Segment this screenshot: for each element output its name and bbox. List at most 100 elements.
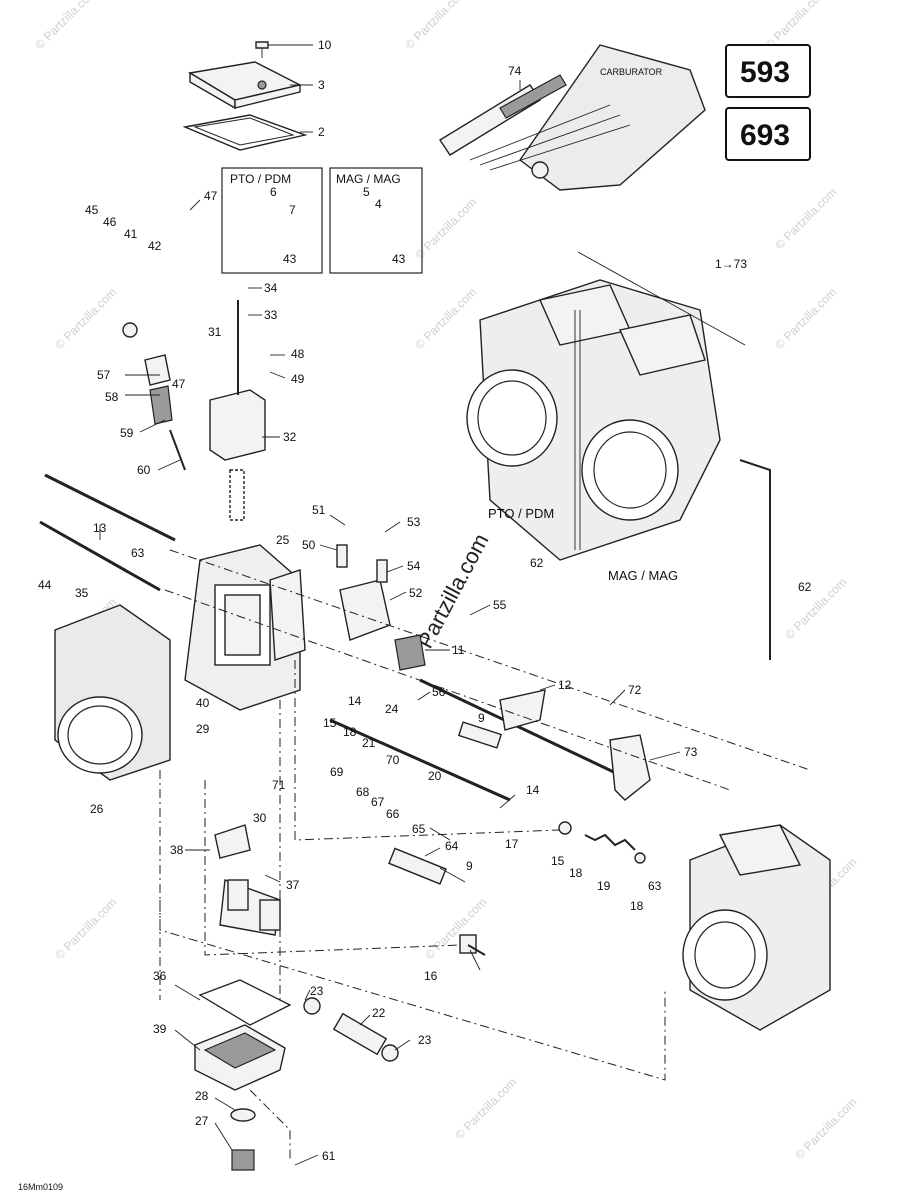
air-screw-part (122, 322, 186, 471)
carburetor-assembly-upper (466, 279, 771, 660)
callout-36: 36 (153, 969, 167, 983)
callout-34: 34 (264, 281, 278, 295)
callout-31: 31 (208, 325, 222, 339)
lever-part (609, 734, 651, 801)
callout-47: 47 (172, 377, 186, 391)
callout-26: 26 (90, 802, 104, 816)
watermark: © Partzilla.com (772, 285, 839, 352)
callout-18: 18 (569, 866, 583, 880)
mag-group-box: MAG / MAG (329, 167, 423, 274)
gasket-part (182, 114, 308, 151)
watermark: © Partzilla.com (792, 1095, 859, 1162)
callout-64: 64 (445, 839, 459, 853)
callout-5: 5 (363, 185, 370, 199)
alignment-lines (159, 549, 811, 1160)
group-title: MAG / MAG (336, 172, 401, 186)
drain-plug-part (230, 1108, 256, 1171)
side-label-pto: PTO / PDM (488, 506, 554, 521)
callout-47: 47 (204, 189, 218, 203)
callout-61: 61 (322, 1149, 336, 1163)
tool-kit-part: CARBURATOR (439, 44, 706, 191)
callout-44: 44 (38, 578, 52, 592)
callout-57: 57 (97, 368, 111, 382)
callout-62: 62 (798, 580, 812, 594)
callout-71: 71 (272, 778, 286, 792)
spring-part (558, 821, 646, 864)
callout-53: 53 (407, 515, 421, 529)
callout-72: 72 (628, 683, 642, 697)
callout-11: 11 (452, 643, 465, 657)
callout-49: 49 (291, 372, 305, 386)
callout-24: 24 (385, 702, 399, 716)
callout-48: 48 (291, 347, 305, 361)
engine-code-label: 693 (740, 119, 790, 152)
callout-12: 12 (558, 678, 572, 692)
callout-29: 29 (196, 722, 210, 736)
callout-23: 23 (310, 984, 324, 998)
group-title: PTO / PDM (230, 172, 291, 186)
callout-52: 52 (409, 586, 423, 600)
callout-38: 38 (170, 843, 184, 857)
callout-28: 28 (195, 1089, 209, 1103)
screw-part (255, 41, 269, 58)
callout-6: 6 (270, 185, 277, 199)
callout-70: 70 (386, 753, 400, 767)
drawing-code: 16Mm0109 (18, 1182, 63, 1192)
callout-7: 7 (289, 203, 296, 217)
callout-25: 25 (276, 533, 290, 547)
callout-14: 14 (348, 694, 362, 708)
callout-leaders (99, 44, 681, 1166)
callout-39: 39 (153, 1022, 167, 1036)
callout-17: 17 (505, 837, 519, 851)
callout-65: 65 (412, 822, 426, 836)
callout-21: 21 (362, 736, 376, 750)
callout-67: 67 (371, 795, 385, 809)
callout-60: 60 (137, 463, 151, 477)
intake-flange-part (54, 604, 171, 781)
watermark: © Partzilla.com (412, 285, 479, 352)
callout-62: 62 (530, 556, 544, 570)
callout-63: 63 (131, 546, 145, 560)
callout-56: 56 (432, 685, 446, 699)
callout-18: 18 (630, 899, 644, 913)
callout-16: 16 (424, 969, 438, 983)
bracket-assembly (336, 544, 426, 671)
callout-37: 37 (286, 878, 300, 892)
watermark-center: Partzilla.com (412, 529, 493, 652)
callout-50: 50 (302, 538, 316, 552)
throttle-shaft-part (329, 678, 621, 885)
watermark: © Partzilla.com (452, 1075, 519, 1142)
watermark: © Partzilla.com (52, 895, 119, 962)
callout-41: 41 (124, 227, 138, 241)
callout-10: 10 (318, 38, 332, 52)
callout-19: 19 (597, 879, 611, 893)
callout-63: 63 (648, 879, 662, 893)
carburetor-body-main (184, 544, 306, 711)
throttle-slide-part (209, 300, 266, 521)
callout-27: 27 (195, 1114, 209, 1128)
carburetor-assembly-lower (682, 824, 831, 1031)
callout-66: 66 (386, 807, 400, 821)
tool-label: CARBURATOR (600, 67, 663, 77)
float-assembly-part (214, 824, 281, 936)
callout-9: 9 (478, 711, 485, 725)
callout-23: 23 (418, 1033, 432, 1047)
range-label: 1→73 (715, 257, 747, 271)
callout-46: 46 (103, 215, 117, 229)
float-bowl-part (194, 1024, 286, 1091)
engine-code-label: 593 (740, 56, 790, 89)
callout-14: 14 (526, 783, 540, 797)
callout-20: 20 (428, 769, 442, 783)
callout-15: 15 (323, 716, 337, 730)
callout-9: 9 (466, 859, 473, 873)
side-label-mag: MAG / MAG (608, 568, 678, 583)
watermark: © Partzilla.com (782, 575, 849, 642)
top-cover-part (188, 61, 303, 110)
callout-33: 33 (264, 308, 278, 322)
fitting-part (459, 934, 486, 956)
callout-13: 13 (93, 521, 107, 535)
callout-51: 51 (312, 503, 326, 517)
float-bowl-gasket-part (198, 979, 292, 1026)
pto-group-box: PTO / PDM (221, 167, 323, 274)
